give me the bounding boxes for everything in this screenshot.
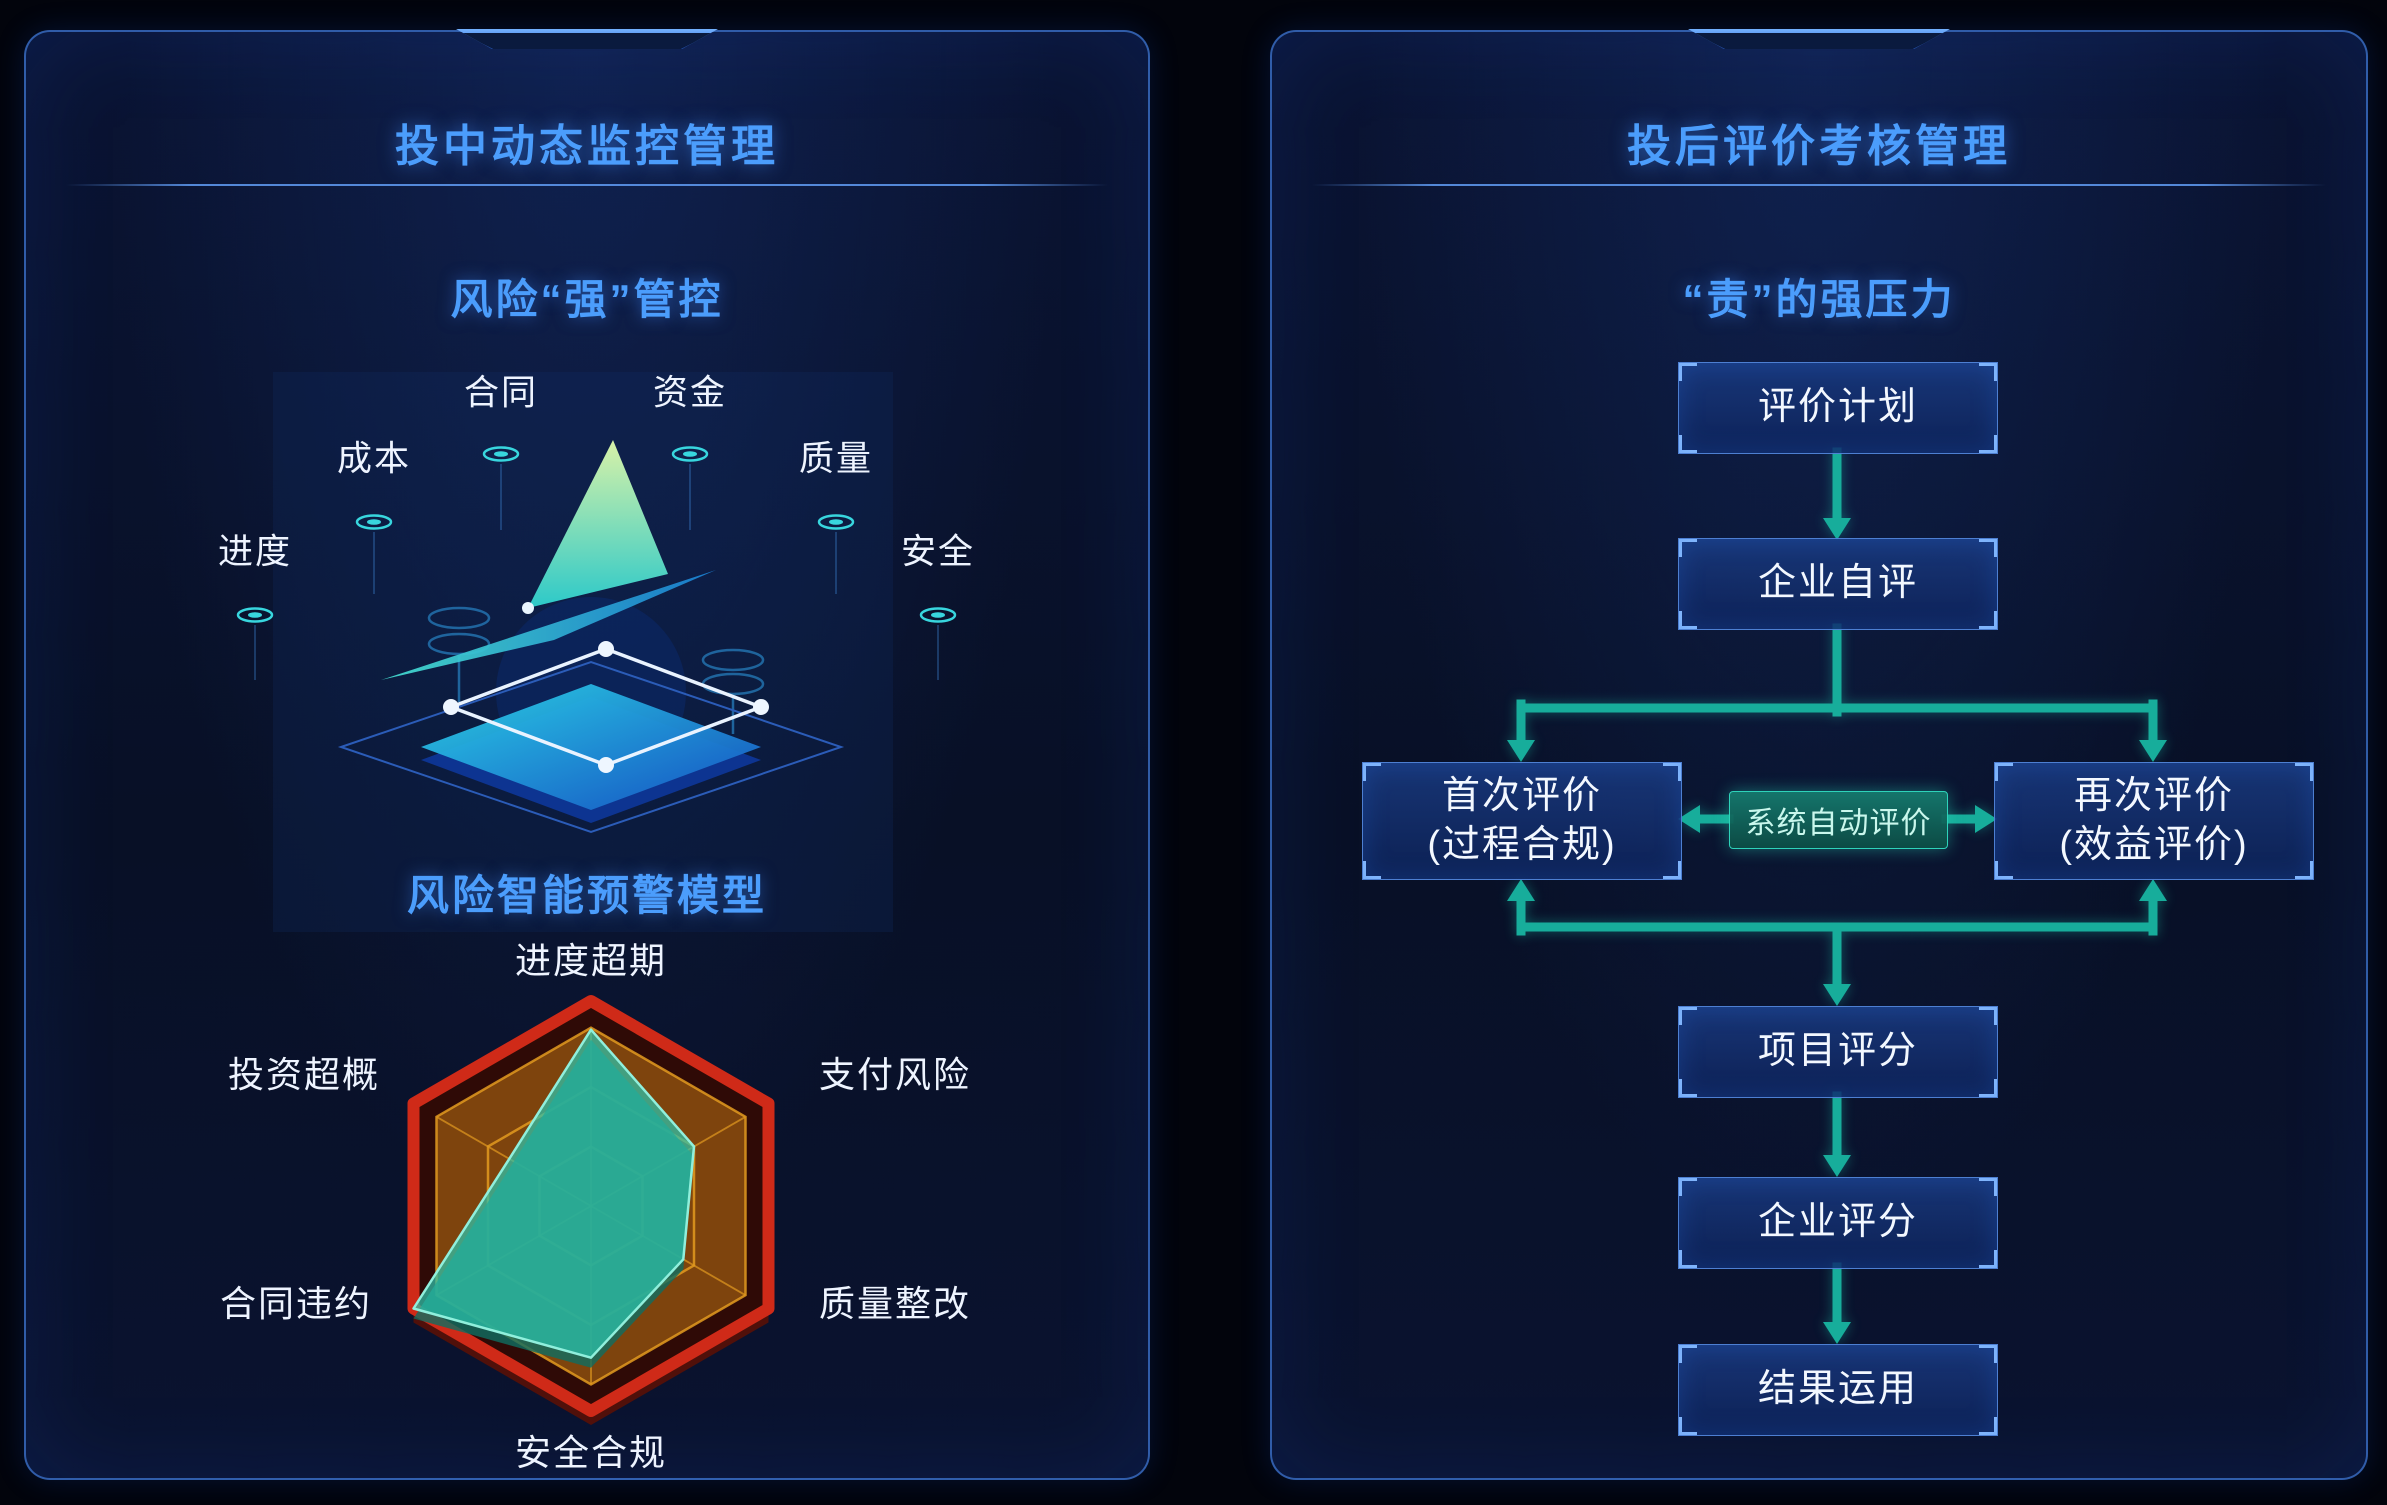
panel-top-notch — [1688, 29, 1950, 49]
radar-axis-over-budget: 投资超概 — [227, 1054, 381, 1095]
target-ring-icon — [482, 446, 520, 530]
flow-arrows — [1507, 447, 2167, 1344]
pressure-subtitle: “责”的强压力 — [1682, 276, 1956, 323]
flow-node-sublabel: (过程合规) — [1427, 824, 1617, 866]
flow-node-sublabel: (效益评价) — [2059, 824, 2249, 866]
flow-node-label: 系统自动评价 — [1745, 807, 1932, 840]
title-divider — [1312, 184, 2326, 186]
risk-radar-chart — [407, 995, 775, 1425]
monitor-label-safety: 安全 — [900, 532, 976, 572]
flow-node-auto-evaluation: 系统自动评价 — [1729, 791, 1948, 849]
flow-node-second-evaluation: 再次评价 (效益评价) — [1994, 762, 2314, 880]
flow-node-project-score: 项目评分 — [1678, 1006, 1998, 1098]
monitor-label-quality: 质量 — [798, 439, 874, 479]
flow-node-label: 项目评分 — [1757, 1030, 1918, 1073]
flow-node-label: 首次评价 — [1441, 774, 1602, 817]
title-divider — [66, 184, 1108, 186]
panel-top-notch — [456, 29, 718, 49]
radar-axis-progress-overdue: 进度超期 — [514, 940, 668, 981]
risk-model-title: 风险智能预警模型 — [406, 872, 767, 919]
radar-axis-contract-breach: 合同违约 — [219, 1283, 373, 1324]
flow-node-label: 结果运用 — [1757, 1368, 1918, 1411]
risk-monitor-3d-illustration — [236, 372, 957, 932]
decorative-rings-icon — [427, 606, 765, 734]
flow-node-first-evaluation: 首次评价 (过程合规) — [1362, 762, 1682, 880]
monitor-label-progress: 进度 — [217, 532, 293, 572]
platform-graphic — [337, 440, 845, 834]
flow-node-label: 企业自评 — [1757, 562, 1918, 605]
flow-node-self-evaluation: 企业自评 — [1678, 538, 1998, 630]
target-ring-icon — [671, 446, 709, 530]
flow-node-evaluation-plan: 评价计划 — [1678, 362, 1998, 454]
radar-axis-payment-risk: 支付风险 — [818, 1054, 972, 1095]
flow-node-label: 评价计划 — [1757, 386, 1918, 429]
target-ring-icon — [355, 514, 393, 594]
flow-node-result-use: 结果运用 — [1678, 1344, 1998, 1436]
monitor-label-cost: 成本 — [336, 439, 412, 479]
radar-axis-quality-rectify: 质量整改 — [818, 1283, 972, 1324]
flow-node-company-score: 企业评分 — [1678, 1177, 1998, 1269]
target-ring-icon — [236, 607, 274, 680]
risk-control-subtitle: 风险“强”管控 — [450, 276, 724, 323]
monitor-label-funds: 资金 — [652, 373, 728, 413]
flow-node-label: 再次评价 — [2073, 774, 2234, 817]
left-panel-title: 投中动态监控管理 — [395, 122, 779, 171]
panel-investment-monitoring: 投中动态监控管理 风险“强”管控 — [24, 30, 1150, 1480]
target-ring-icon — [817, 514, 855, 594]
flow-node-label: 企业评分 — [1757, 1201, 1918, 1244]
target-ring-icon — [919, 607, 957, 680]
panel-post-evaluation: 投后评价考核管理 “责”的强压力 — [1270, 30, 2368, 1480]
radar-axis-safety-compliance: 安全合规 — [514, 1432, 668, 1473]
right-panel-title: 投后评价考核管理 — [1627, 122, 2011, 171]
monitor-label-contract: 合同 — [463, 373, 539, 413]
